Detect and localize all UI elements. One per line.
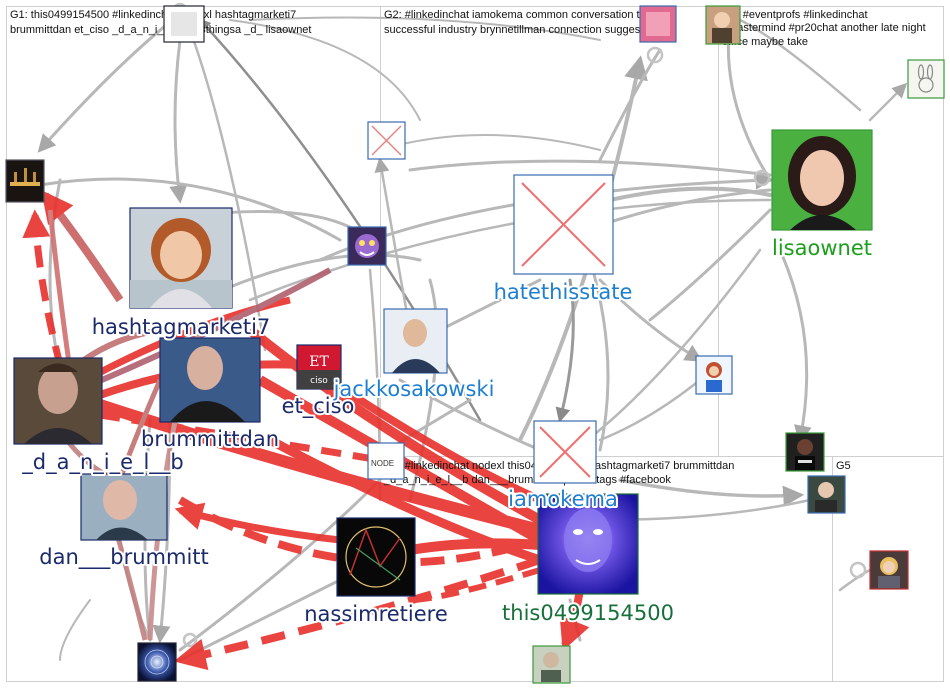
- small-nodes: NODE: [5, 5, 945, 684]
- node-missing-small[interactable]: [367, 121, 406, 160]
- label-iamokema: iamokema: [508, 487, 618, 511]
- group-g4-title-line-1: G4: #eventprofs #linkedinchat: [722, 9, 868, 21]
- node-nassimretiere[interactable]: [336, 517, 416, 597]
- node-this0499154500[interactable]: [537, 493, 639, 595]
- node-blonde-woman[interactable]: [869, 550, 909, 590]
- group-labels: G1: this0499154500 #linkedinchat nodexl …: [10, 9, 926, 486]
- label-hashtagmarketi7: hashtagmarketi7: [92, 315, 271, 339]
- group-grid: [6, 6, 944, 682]
- node-pink-top[interactable]: [639, 5, 677, 43]
- group-g3-title-line-2: _d_a_n_i_e_l__b dan___brummitt top hasht…: [383, 474, 671, 486]
- node-man-glasses[interactable]: [807, 475, 846, 514]
- label-hatethisstate: hatethisstate: [494, 280, 633, 304]
- node-et-ciso[interactable]: ET ciso: [296, 344, 342, 390]
- group-g4-title-line-2: #mastermind #pr20chat another late night: [722, 22, 926, 34]
- label-et-ciso: et_ciso: [282, 394, 355, 419]
- node-lisaownet[interactable]: [771, 129, 873, 231]
- group-g2-title-line-1: G2: #linkedinchat iamokema common conver…: [384, 9, 676, 21]
- node-city-night[interactable]: [5, 159, 45, 203]
- group-g4-title-line-3: office maybe take: [722, 36, 808, 48]
- node-cartoon-avatar[interactable]: [347, 226, 387, 266]
- label-nassimretiere: nassimretiere: [304, 602, 448, 626]
- group-g1-title-line-2: brummittdan et_ciso _d_a_n_i_e_l__ 13thi…: [10, 24, 312, 36]
- label-dan-brummitt: dan___brummitt: [39, 545, 209, 570]
- node-labels: hashtagmarketi7 brummittdan _d_a_n_i_e_l…: [19, 234, 874, 628]
- label-jackkosakowski: jackkosakowski: [333, 377, 495, 401]
- node-jackkosakowski[interactable]: [383, 308, 448, 374]
- red-edges: [22, 189, 590, 671]
- node-spiral[interactable]: [137, 642, 177, 682]
- node-daniel[interactable]: [13, 357, 103, 445]
- node-dan-brummitt[interactable]: [80, 473, 168, 541]
- node-old-man[interactable]: [532, 645, 571, 684]
- node-woman-dark[interactable]: [785, 432, 825, 472]
- node-bunny-icon[interactable]: [907, 59, 945, 99]
- node-hatethisstate[interactable]: [513, 174, 614, 275]
- et-logo-icon: ET: [309, 354, 329, 370]
- node-hashtagmarketi7[interactable]: [129, 207, 233, 309]
- group-g1-title-line-1: G1: this0499154500 #linkedinchat nodexl …: [10, 9, 296, 21]
- node-small-top[interactable]: [163, 5, 205, 43]
- node-woman-top[interactable]: [705, 5, 741, 45]
- label-lisaownet: lisaownet: [772, 236, 872, 260]
- node-brummittdan[interactable]: [159, 337, 261, 423]
- node-woman-redhair[interactable]: [695, 355, 733, 395]
- label-daniel: _d_a_n_i_e_l__b: [21, 450, 183, 475]
- node-iamokema[interactable]: [533, 420, 597, 484]
- group-g5-title: G5: [836, 460, 851, 472]
- node-nodexl-logo[interactable]: NODE: [367, 442, 405, 480]
- group-g2-title-line-2: successful industry brynnetillman connec…: [384, 24, 649, 36]
- label-this0499154500: this0499154500: [502, 601, 674, 625]
- svg-text:NODE: NODE: [371, 459, 394, 468]
- label-brummittdan: brummittdan: [141, 427, 279, 451]
- et-logo-sub: ciso: [310, 376, 328, 386]
